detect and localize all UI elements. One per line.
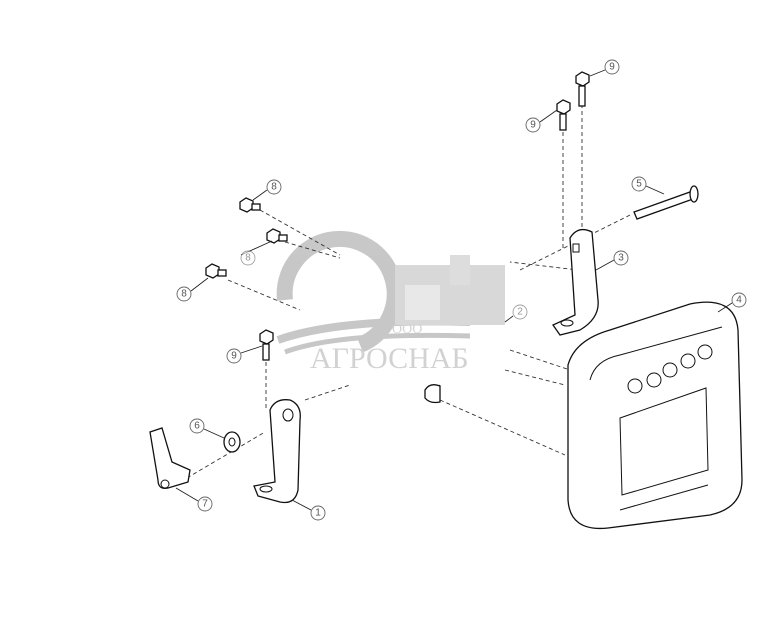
bolt-8-lower — [205, 263, 227, 279]
svg-text:8: 8 — [271, 182, 277, 193]
svg-text:6: 6 — [194, 421, 200, 432]
bolt-9-top-left — [556, 99, 571, 131]
bolt-8-middle — [266, 228, 288, 244]
callout-9: 9 — [604, 59, 620, 75]
svg-text:9: 9 — [231, 351, 237, 362]
svg-text:5: 5 — [636, 179, 642, 190]
callout-9: 9 — [525, 117, 541, 133]
bracket-3 — [552, 228, 599, 336]
callout-9: 9 — [226, 348, 242, 364]
svg-text:3: 3 — [618, 253, 624, 264]
svg-text:7: 7 — [202, 499, 208, 510]
svg-text:8: 8 — [245, 253, 251, 264]
svg-text:4: 4 — [736, 295, 742, 306]
display-buttons — [627, 344, 713, 394]
callout-3: 3 — [613, 250, 629, 266]
svg-text:1: 1 — [315, 508, 321, 519]
display-4 — [567, 301, 743, 530]
svg-text:8: 8 — [181, 289, 187, 300]
callout-8: 8 — [176, 286, 192, 302]
watermark-name: АГРОСНАБ — [310, 342, 469, 375]
bolt-8-top — [239, 197, 261, 213]
callout-4: 4 — [731, 292, 747, 308]
svg-text:9: 9 — [609, 62, 615, 73]
svg-text:9: 9 — [530, 120, 536, 131]
watermark-prefix: ООО — [392, 322, 422, 337]
watermark-logo: ООО АГРОСНАБ — [276, 230, 505, 375]
bolt-9-top-right — [575, 71, 590, 107]
callout-8: 8 — [240, 250, 256, 266]
leader-lines — [175, 69, 733, 511]
svg-text:2: 2 — [517, 307, 523, 318]
callout-1: 1 — [310, 505, 326, 521]
washer-6 — [223, 431, 241, 453]
bracket-1 — [253, 399, 301, 504]
callout-2: 2 — [512, 304, 528, 320]
clip-2 — [424, 384, 441, 404]
callout-7: 7 — [197, 496, 213, 512]
callout-8: 8 — [266, 179, 282, 195]
callout-6: 6 — [189, 418, 205, 434]
lever-7 — [149, 427, 191, 489]
callout-5: 5 — [631, 176, 647, 192]
bolt-9-left — [259, 329, 274, 361]
pin-5 — [633, 185, 699, 220]
